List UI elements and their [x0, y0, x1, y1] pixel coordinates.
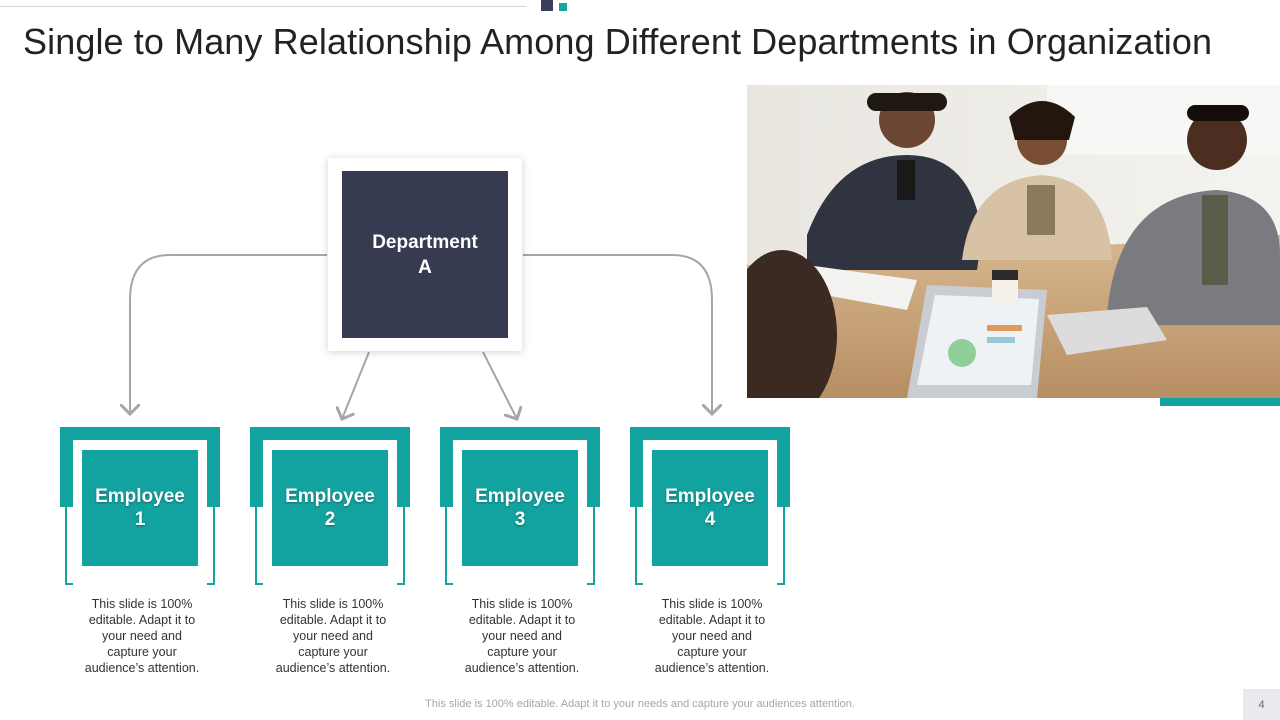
photo-accent-bar	[1160, 398, 1280, 406]
employee-label: Employee	[665, 486, 755, 507]
business-meeting-photo	[747, 85, 1280, 398]
employee-description: This slide is 100% editable. Adapt it to…	[654, 597, 770, 675]
connector-employee-2	[342, 351, 370, 419]
employee-number: 4	[704, 509, 716, 530]
employee-number: 3	[514, 509, 526, 530]
department-box: Department A	[342, 171, 508, 338]
employee-description: This slide is 100% editable. Adapt it to…	[84, 597, 200, 675]
connector-employee-4	[523, 254, 712, 414]
department-card: Department A	[328, 158, 522, 351]
employee-description: This slide is 100% editable. Adapt it to…	[275, 597, 391, 675]
employee-card: Employee 4	[630, 427, 790, 585]
top-divider	[0, 6, 526, 7]
connector-employee-1	[130, 254, 327, 414]
footer-note: This slide is 100% editable. Adapt it to…	[425, 698, 855, 710]
connector-employee-3	[482, 351, 517, 419]
employee-card: Employee 1	[60, 427, 220, 585]
employee-box: Employee 4	[652, 450, 768, 566]
employee-label: Employee	[95, 486, 185, 507]
accent-square-teal	[559, 3, 567, 11]
employee-card: Employee 2	[250, 427, 410, 585]
employee-card: Employee 3	[440, 427, 600, 585]
employee-label: Employee	[475, 486, 565, 507]
department-letter: A	[418, 256, 432, 278]
slide-title: Single to Many Relationship Among Differ…	[23, 21, 1213, 62]
page-number: 4	[1243, 689, 1280, 720]
employee-box: Employee 2	[272, 450, 388, 566]
department-label: Department	[372, 231, 478, 253]
employee-label: Employee	[285, 486, 375, 507]
employee-box: Employee 1	[82, 450, 198, 566]
employee-number: 2	[324, 509, 336, 530]
employee-box: Employee 3	[462, 450, 578, 566]
accent-square-navy	[541, 0, 553, 11]
employee-description: This slide is 100% editable. Adapt it to…	[464, 597, 580, 675]
employee-number: 1	[134, 509, 146, 530]
